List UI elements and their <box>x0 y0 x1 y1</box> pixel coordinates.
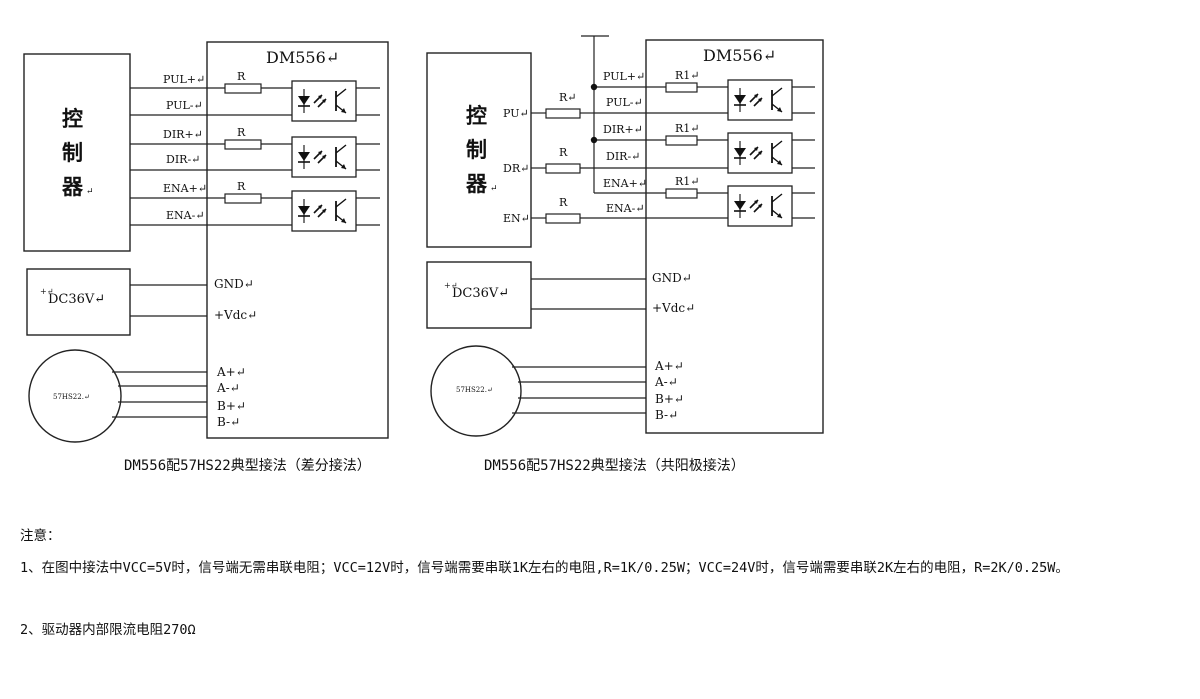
right-signal-dir-minus: DIR-↵ <box>606 150 640 163</box>
right-pin-gnd: GND↵ <box>652 271 692 285</box>
left-motor-label: 57HS22.↵ <box>53 393 90 401</box>
right-resistor-label-2: R <box>559 146 568 159</box>
right-motor-label: 57HS22.↵ <box>456 386 493 394</box>
notes-heading: 注意： <box>20 528 61 544</box>
right-power-box <box>426 261 532 329</box>
right-resistor-label-1: R↵ <box>559 91 577 104</box>
left-controller-suffix: ↵ <box>86 187 94 197</box>
right-signal-ena-minus: ENA-↵ <box>606 202 645 215</box>
left-controller-box <box>23 53 131 252</box>
right-signal-dir-plus: DIR+↵ <box>603 123 643 136</box>
right-driver-box <box>645 39 824 434</box>
left-optocoupler-1 <box>291 80 357 122</box>
right-controller-box <box>426 52 532 248</box>
right-signal-pul-minus: PUL-↵ <box>606 96 643 109</box>
right-controller-suffix: ↵ <box>490 184 498 194</box>
left-pin-a-minus: A-↵ <box>216 381 240 395</box>
left-pin-gnd: GND↵ <box>214 277 254 291</box>
right-optocoupler-2 <box>727 132 793 174</box>
left-power-box <box>26 268 131 336</box>
left-signal-dir-plus: DIR+↵ <box>163 128 203 141</box>
right-ctrl-pin-pu: PU↵ <box>503 107 529 120</box>
left-driver-name: DM556↵ <box>266 48 339 67</box>
left-motor <box>28 349 122 443</box>
right-motor <box>430 345 522 437</box>
note-1: 1、在图中接法中VCC=5V时，信号端无需串联电阻；VCC=12V时，信号端需要… <box>20 560 1069 576</box>
right-signal-pul-plus: PUL+↵ <box>603 70 645 83</box>
left-signal-pul-plus: PUL+↵ <box>163 73 205 86</box>
right-controller-char-3: 器 <box>465 171 488 196</box>
left-controller-char-2: 制 <box>62 140 83 165</box>
right-r1-label-2: R1↵ <box>675 122 700 135</box>
left-caption: DM556配57HS22典型接法（差分接法） <box>124 458 371 474</box>
right-pin-b-minus: B-↵ <box>655 408 678 422</box>
right-pin-vdc: +Vdc↵ <box>652 301 695 315</box>
right-signal-ena-plus: ENA+↵ <box>603 177 647 190</box>
right-pin-b-plus: B+↵ <box>655 392 684 406</box>
left-pin-b-plus: B+↵ <box>217 399 246 413</box>
left-signal-ena-minus: ENA-↵ <box>166 209 205 222</box>
right-power-mark: +↵ <box>444 281 457 290</box>
left-pin-a-plus: A+↵ <box>216 365 246 379</box>
left-diagram: 控 制 器 ↵ DM556↵ R R R PUL+↵ PUL-↵ DIR+↵ D… <box>23 41 389 443</box>
left-pin-vdc: +Vdc↵ <box>214 308 257 322</box>
right-resistor-label-3: R <box>559 196 568 209</box>
right-caption: DM556配57HS22典型接法（共阳极接法） <box>484 458 745 474</box>
right-r1-label-1: R1↵ <box>675 69 700 82</box>
left-resistor-label-2: R <box>237 126 246 139</box>
left-power-mark: +↵ <box>40 287 53 296</box>
right-pin-a-plus: A+↵ <box>654 359 684 373</box>
right-ctrl-pin-en: EN↵ <box>503 212 530 225</box>
right-optocoupler-1 <box>727 79 793 121</box>
right-pin-a-minus: A-↵ <box>654 375 678 389</box>
left-signal-pul-minus: PUL-↵ <box>166 99 203 112</box>
right-ctrl-pin-dr: DR↵ <box>503 162 529 175</box>
left-pin-b-minus: B-↵ <box>217 415 240 429</box>
left-driver-box <box>206 41 389 439</box>
left-signal-ena-plus: ENA+↵ <box>163 182 207 195</box>
left-controller-char-3: 器 <box>61 174 84 199</box>
left-controller-char-1: 控 <box>62 106 83 131</box>
left-power-label: DC36V↵ <box>48 292 105 307</box>
left-resistor-label-3: R <box>237 180 246 193</box>
note-2: 2、驱动器内部限流电阻270Ω <box>20 622 196 638</box>
notes-section: 注意： 1、在图中接法中VCC=5V时，信号端无需串联电阻；VCC=12V时，信… <box>20 520 1190 646</box>
right-optocoupler-3 <box>727 185 793 227</box>
right-r1-label-3: R1↵ <box>675 175 700 188</box>
left-signal-dir-minus: DIR-↵ <box>166 153 200 166</box>
left-resistor-label-1: R <box>237 70 246 83</box>
right-driver-name: DM556↵ <box>703 46 776 65</box>
right-power-label: DC36V↵ <box>452 286 509 301</box>
right-controller-char-1: 控 <box>466 103 487 128</box>
left-optocoupler-3 <box>291 190 357 232</box>
right-diagram: 控 制 器 ↵ PU↵ DR↵ EN↵ DM556↵ <box>426 35 824 437</box>
left-optocoupler-2 <box>291 136 357 178</box>
right-controller-char-2: 制 <box>466 137 487 162</box>
